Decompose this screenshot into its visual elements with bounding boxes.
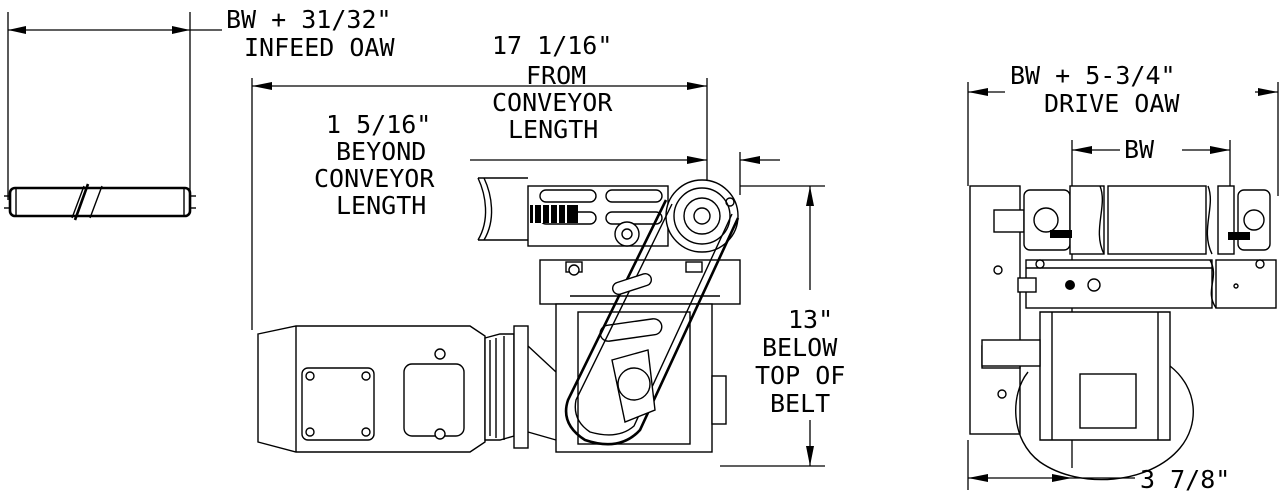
bw-label: BW	[1124, 135, 1155, 164]
from-conveyor-line4: LENGTH	[508, 115, 598, 144]
drive-end-view	[967, 82, 1279, 490]
offset-label: 3 7/8"	[1140, 465, 1230, 494]
below-line4: BELT	[770, 389, 830, 418]
from-conveyor-line1: 17 1/16"	[492, 31, 612, 60]
beyond-line1: 1 5/16"	[326, 110, 431, 139]
below-line1: 13"	[788, 305, 833, 334]
drive-oaw-line2: DRIVE OAW	[1044, 89, 1180, 118]
below-line3: TOP OF	[755, 361, 845, 390]
infeed-oaw-line2: INFEED OAW	[244, 33, 395, 62]
drive-oaw-line1: BW + 5-3/4"	[1010, 61, 1176, 90]
infeed-oaw-line1: BW + 31/32"	[226, 5, 392, 34]
below-line2: BELOW	[762, 333, 838, 362]
drive-side-view	[251, 78, 825, 467]
from-conveyor-line2: FROM	[526, 61, 586, 90]
beyond-line2: BEYOND	[336, 137, 426, 166]
beyond-line3: CONVEYOR	[314, 164, 435, 193]
from-conveyor-line3: CONVEYOR	[492, 88, 613, 117]
infeed-roller-view	[4, 12, 222, 221]
beyond-line4: LENGTH	[336, 191, 426, 220]
